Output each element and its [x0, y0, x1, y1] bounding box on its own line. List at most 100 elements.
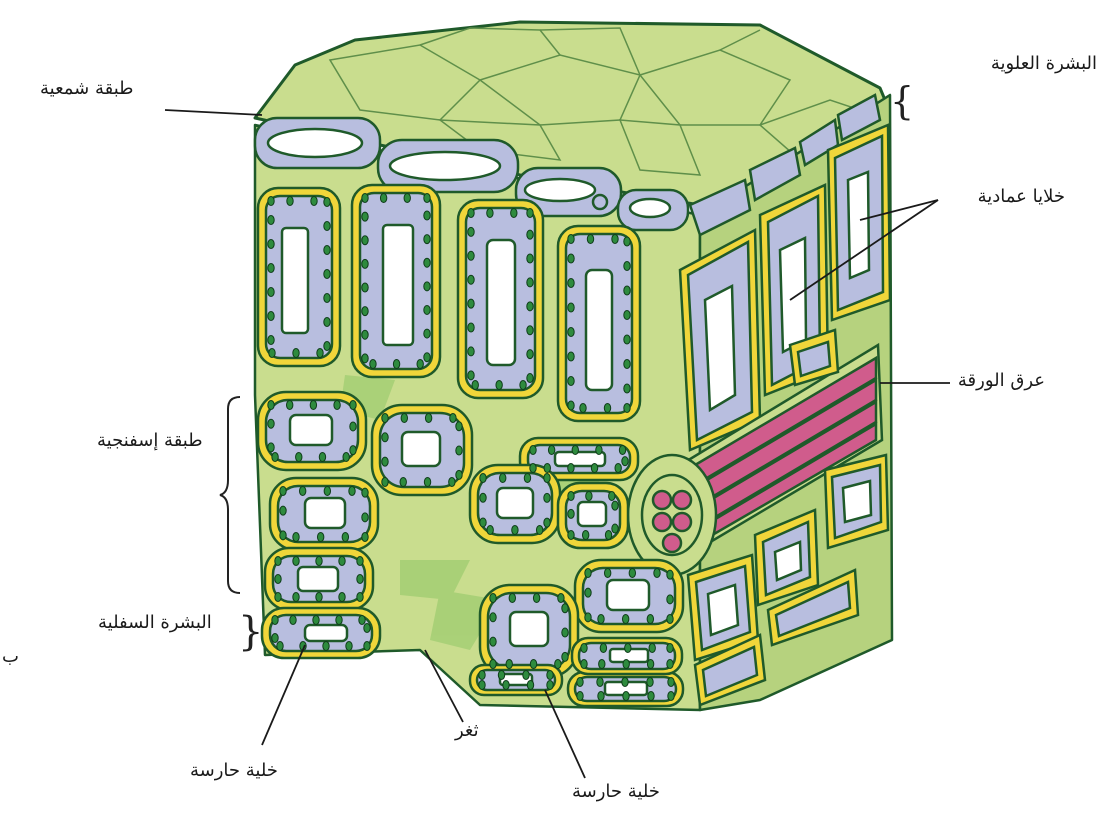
chloroplast	[424, 235, 430, 244]
chloroplast	[456, 470, 462, 479]
chloroplast	[604, 404, 610, 413]
lower-epidermis-brace: }	[238, 612, 263, 652]
chloroplast	[269, 349, 275, 358]
chloroplast	[527, 302, 533, 311]
chloroplast	[324, 246, 330, 255]
palisade-label: خلايا عمادية	[978, 188, 1065, 206]
chloroplast	[290, 616, 296, 625]
chloroplast	[585, 613, 591, 622]
chloroplast	[286, 401, 292, 410]
chloroplast	[533, 594, 539, 603]
chloroplast	[568, 279, 574, 288]
chloroplast	[324, 222, 330, 231]
chloroplast	[275, 575, 281, 584]
chloroplast	[547, 671, 553, 680]
chloroplast	[520, 381, 526, 390]
chloroplast	[268, 197, 274, 206]
chloroplast	[612, 235, 618, 244]
chloroplast	[456, 422, 462, 431]
chloroplast	[313, 616, 319, 625]
chloroplast	[268, 443, 274, 452]
chloroplast	[317, 349, 323, 358]
chloroplast	[598, 692, 604, 701]
chloroplast	[275, 557, 281, 566]
chloroplast	[599, 660, 605, 669]
chloroplast	[480, 474, 486, 483]
chloroplast	[615, 464, 621, 473]
spongy-brace	[218, 395, 248, 595]
chloroplast	[490, 660, 496, 669]
chloroplast	[293, 593, 299, 602]
upper-epidermis-label: البشرة العلوية	[991, 55, 1097, 73]
chloroplast	[623, 692, 629, 701]
chloroplast	[380, 194, 386, 203]
chloroplast	[562, 652, 568, 661]
chloroplast	[586, 492, 592, 501]
chloroplast	[362, 259, 368, 268]
chloroplast	[523, 671, 529, 680]
chloroplast	[547, 681, 553, 690]
chloroplast	[622, 615, 628, 624]
chloroplast	[280, 531, 286, 540]
chloroplast	[357, 557, 363, 566]
chloroplast	[310, 401, 316, 410]
chloroplast	[299, 487, 305, 496]
chloroplast	[268, 216, 274, 225]
stoma-label: ثغر	[455, 722, 479, 740]
chloroplast	[400, 478, 406, 487]
chloroplast	[324, 318, 330, 327]
chloroplast	[527, 326, 533, 335]
chloroplast	[619, 446, 625, 455]
chloroplast	[424, 282, 430, 291]
chloroplast	[362, 488, 368, 497]
chloroplast	[272, 453, 278, 462]
chloroplast	[350, 446, 356, 455]
chloroplast	[649, 644, 655, 653]
chloroplast	[624, 335, 630, 344]
chloroplast	[622, 457, 628, 466]
chloroplast	[568, 377, 574, 386]
chloroplast	[362, 283, 368, 292]
chloroplast	[558, 594, 564, 603]
chloroplast	[424, 194, 430, 203]
chloroplast	[393, 360, 399, 369]
guard-cell-left-label: خلية حارسة	[190, 762, 278, 780]
chloroplast	[572, 446, 578, 455]
chloroplast	[580, 404, 586, 413]
chloroplast	[346, 642, 352, 651]
chloroplast	[317, 533, 323, 542]
chloroplast	[324, 198, 330, 207]
chloroplast	[544, 474, 550, 483]
chloroplast	[506, 660, 512, 669]
chloroplast	[324, 294, 330, 303]
chloroplast	[323, 642, 329, 651]
chloroplast	[568, 509, 574, 518]
chloroplast	[648, 692, 654, 701]
chloroplast	[425, 414, 431, 423]
chloroplast	[362, 533, 368, 542]
chloroplast	[268, 288, 274, 297]
chloroplast	[498, 671, 504, 680]
chloroplast	[568, 352, 574, 361]
chloroplast	[609, 492, 615, 501]
cuticle-label: طبقة شمعية	[40, 80, 134, 98]
chloroplast	[268, 312, 274, 321]
chloroplast	[339, 557, 345, 566]
chloroplast	[585, 588, 591, 597]
chloroplast	[280, 506, 286, 515]
chloroplast	[268, 419, 274, 428]
chloroplast	[511, 209, 517, 218]
chloroplast	[530, 464, 536, 473]
chloroplast	[667, 570, 673, 579]
chloroplast	[568, 464, 574, 473]
chloroplast	[624, 404, 630, 413]
chloroplast	[629, 569, 635, 578]
chloroplast	[480, 518, 486, 527]
chloroplast	[382, 433, 388, 442]
chloroplast	[647, 678, 653, 687]
chloroplast	[527, 681, 533, 690]
chloroplast	[524, 474, 530, 483]
chloroplast	[472, 381, 478, 390]
chloroplast	[562, 628, 568, 637]
chloroplast	[562, 604, 568, 613]
